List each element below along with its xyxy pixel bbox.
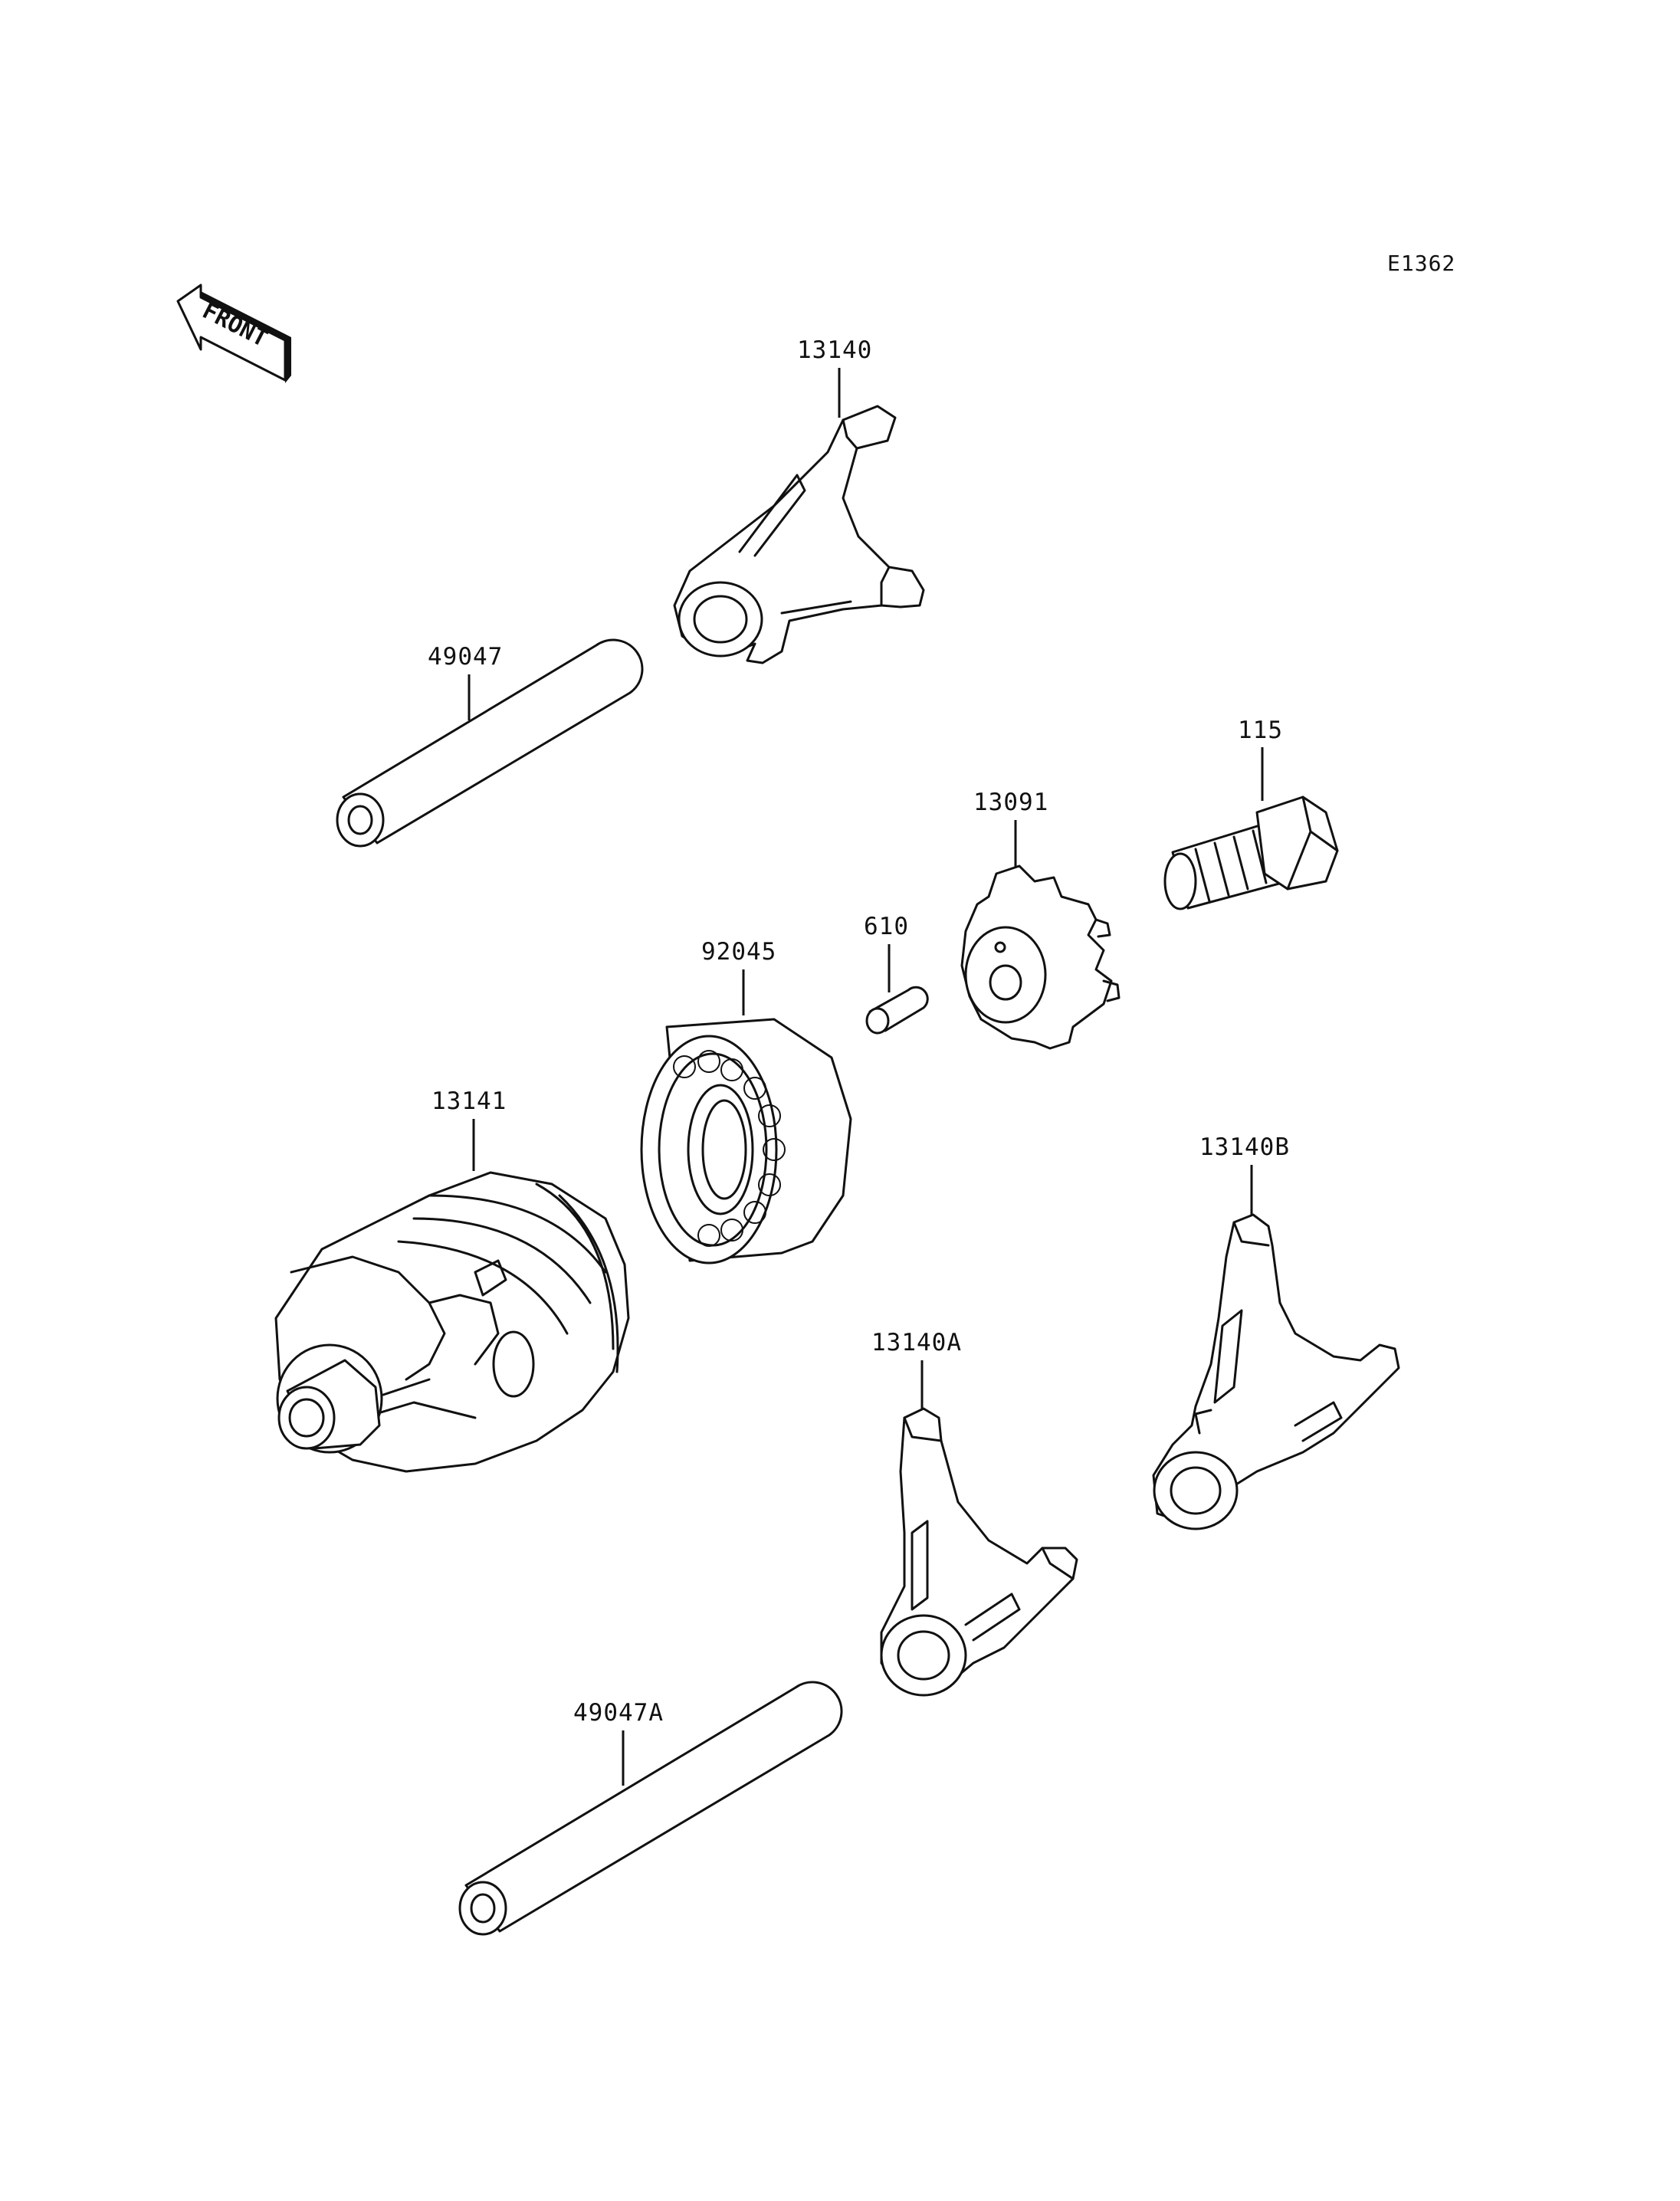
part-number-49047A: 49047A — [573, 1699, 664, 1727]
part-number-13091: 13091 — [973, 789, 1049, 816]
shift-drum-13141 — [274, 1171, 630, 1473]
front-arrow-icon: FRONT — [176, 284, 291, 383]
part-number-13141: 13141 — [431, 1087, 507, 1115]
part-number-13140: 13140 — [797, 336, 873, 364]
star-cam-13091 — [960, 864, 1121, 1050]
part-number-610: 610 — [864, 913, 909, 940]
shaft-49047A — [458, 1681, 843, 1936]
part-number-13140A: 13140A — [871, 1329, 962, 1356]
part-number-13140B: 13140B — [1199, 1133, 1290, 1161]
part-number-92045: 92045 — [701, 938, 777, 966]
diagram-code: E1362 — [1387, 251, 1456, 276]
shift-fork-13140B — [1152, 1213, 1400, 1530]
part-number-115: 115 — [1238, 717, 1283, 744]
pin-610 — [865, 986, 929, 1035]
ball-bearing-92045 — [640, 1018, 852, 1265]
shift-fork-13140A — [880, 1407, 1078, 1697]
shaft-49047 — [336, 638, 644, 848]
shift-fork-13140 — [673, 405, 925, 664]
bolt-115 — [1163, 795, 1339, 910]
part-number-49047: 49047 — [428, 643, 504, 671]
